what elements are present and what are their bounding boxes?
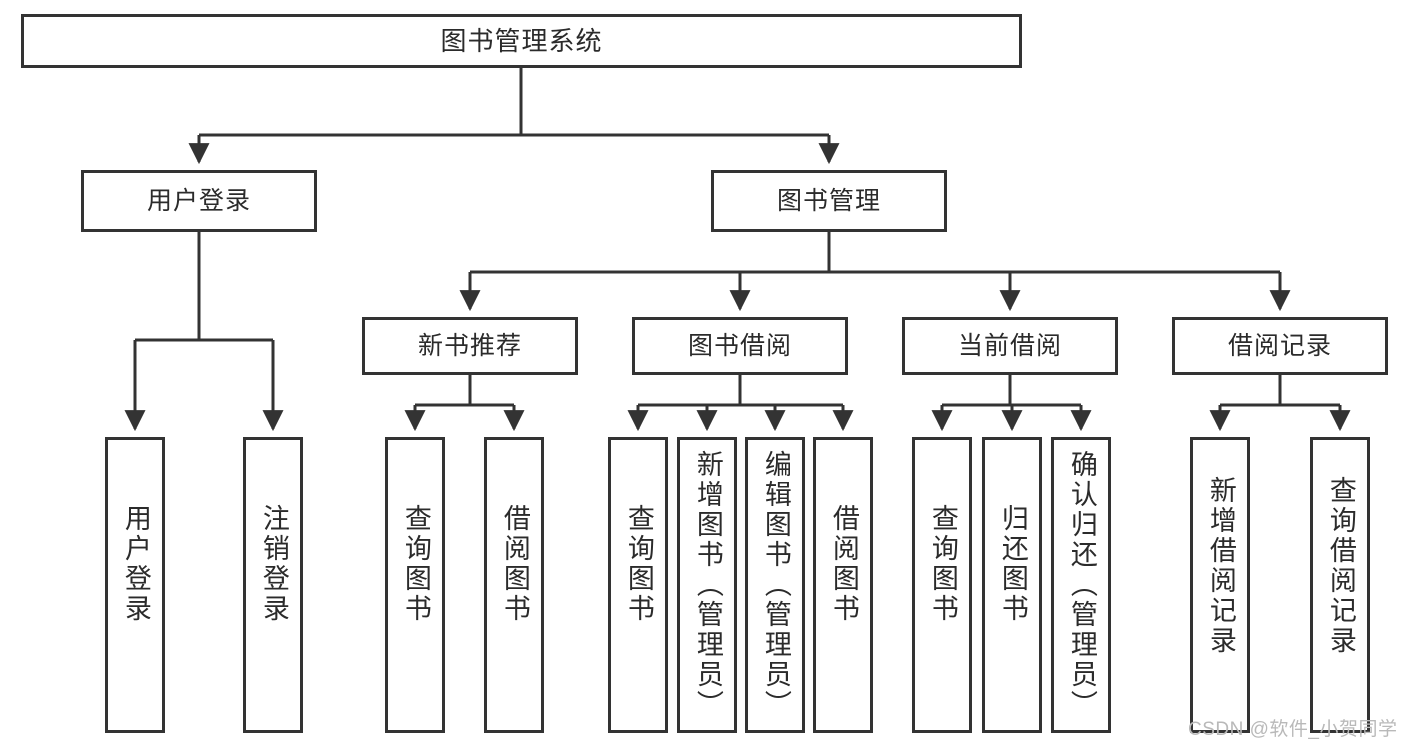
node-leaf-query-book-3-label: 查询图书 (927, 504, 958, 624)
node-leaf-query-book-2-label: 查询图书 (623, 504, 654, 624)
node-book-manage-label: 图书管理 (776, 186, 881, 215)
node-leaf-query-record-label: 查询借阅记录 (1325, 476, 1356, 656)
node-book-borrow-label: 图书借阅 (687, 331, 792, 360)
node-leaf-return-book[interactable]: 归还图书 (982, 437, 1042, 733)
node-user-login[interactable]: 用户登录 (81, 170, 317, 232)
node-leaf-borrow-book-1-label: 借阅图书 (499, 504, 530, 624)
node-leaf-add-record[interactable]: 新增借阅记录 (1190, 437, 1250, 733)
node-leaf-user-login[interactable]: 用户登录 (105, 437, 165, 733)
node-leaf-edit-book-label: 编辑图书（管理员） (760, 450, 791, 720)
node-leaf-query-book-3[interactable]: 查询图书 (912, 437, 972, 733)
node-leaf-query-book-1[interactable]: 查询图书 (385, 437, 445, 733)
node-leaf-borrow-book-2[interactable]: 借阅图书 (813, 437, 873, 733)
node-leaf-user-logout[interactable]: 注销登录 (243, 437, 303, 733)
node-leaf-confirm-return[interactable]: 确认归还（管理员） (1051, 437, 1111, 733)
node-leaf-confirm-return-label: 确认归还（管理员） (1066, 450, 1097, 720)
node-leaf-borrow-book-2-label: 借阅图书 (828, 504, 859, 624)
node-root[interactable]: 图书管理系统 (21, 14, 1022, 68)
node-borrow-record-label: 借阅记录 (1227, 331, 1332, 360)
node-leaf-add-book-label: 新增图书（管理员） (692, 450, 723, 720)
node-leaf-user-login-label: 用户登录 (120, 504, 151, 624)
node-current-borrow[interactable]: 当前借阅 (902, 317, 1118, 375)
node-leaf-borrow-book-1[interactable]: 借阅图书 (484, 437, 544, 733)
node-user-login-label: 用户登录 (146, 186, 251, 215)
node-root-label: 图书管理系统 (440, 26, 603, 56)
node-borrow-record[interactable]: 借阅记录 (1172, 317, 1388, 375)
node-leaf-add-book[interactable]: 新增图书（管理员） (677, 437, 737, 733)
node-leaf-query-record[interactable]: 查询借阅记录 (1310, 437, 1370, 733)
node-leaf-user-logout-label: 注销登录 (258, 504, 289, 624)
node-new-book-recommend-label: 新书推荐 (417, 331, 522, 360)
node-current-borrow-label: 当前借阅 (957, 331, 1062, 360)
node-leaf-query-book-1-label: 查询图书 (400, 504, 431, 624)
node-leaf-edit-book[interactable]: 编辑图书（管理员） (745, 437, 805, 733)
node-leaf-return-book-label: 归还图书 (997, 504, 1028, 624)
node-book-manage[interactable]: 图书管理 (711, 170, 947, 232)
node-leaf-query-book-2[interactable]: 查询图书 (608, 437, 668, 733)
csdn-watermark: CSDN @软件_小贺同学 (1188, 719, 1398, 740)
node-book-borrow[interactable]: 图书借阅 (632, 317, 848, 375)
node-new-book-recommend[interactable]: 新书推荐 (362, 317, 578, 375)
node-leaf-add-record-label: 新增借阅记录 (1205, 476, 1236, 656)
